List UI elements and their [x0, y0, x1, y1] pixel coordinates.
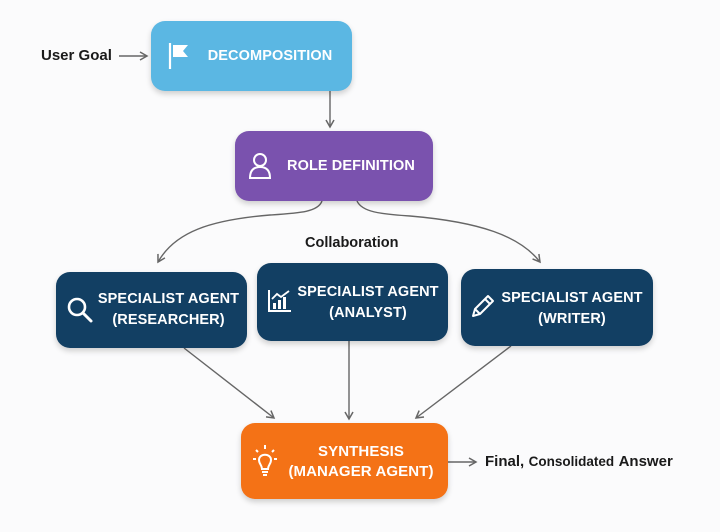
- node-specialist-researcher[interactable]: SPECIALIST AGENT (RESEARCHER): [56, 272, 247, 348]
- node-analyst-line1: SPECIALIST AGENT: [297, 284, 439, 300]
- node-researcher-line2: (RESEARCHER): [112, 312, 225, 328]
- output-label-part3: Answer: [618, 453, 673, 470]
- edge-researcher-to-synthesis: [183, 347, 276, 419]
- output-label-part2: Consolidated: [528, 454, 615, 469]
- node-decomposition[interactable]: DECOMPOSITION: [151, 21, 352, 91]
- node-synthesis-line2: (MANAGER AGENT): [288, 463, 434, 480]
- search-icon: [66, 296, 94, 324]
- flag-icon: [167, 41, 191, 71]
- edge-role-to-researcher: [157, 200, 323, 264]
- output-label-part1: Final,: [485, 453, 525, 470]
- node-researcher-line1: SPECIALIST AGENT: [97, 291, 240, 307]
- node-role-definition[interactable]: ROLE DEFINITION: [235, 131, 433, 201]
- node-writer-line2: (WRITER): [538, 311, 606, 327]
- chart-icon: [267, 288, 293, 314]
- edge-writer-to-synthesis: [414, 345, 512, 419]
- node-specialist-analyst[interactable]: SPECIALIST AGENT (ANALYST): [257, 263, 448, 341]
- edge-role-to-writer: [356, 200, 541, 264]
- input-label: User Goal: [41, 47, 112, 64]
- pencil-icon: [469, 292, 497, 320]
- output-label: Final, Consolidated Answer: [485, 453, 673, 471]
- node-analyst-line2: (ANALYST): [329, 305, 407, 321]
- edge-label-collaboration: Collaboration: [305, 235, 399, 251]
- node-synthesis[interactable]: SYNTHESIS (MANAGER AGENT): [241, 423, 448, 499]
- node-specialist-writer[interactable]: SPECIALIST AGENT (WRITER): [461, 269, 653, 346]
- user-icon: [247, 152, 273, 180]
- node-synthesis-line1: SYNTHESIS: [318, 443, 404, 460]
- node-decomposition-label: DECOMPOSITION: [207, 48, 333, 64]
- lightbulb-icon: [249, 443, 281, 479]
- node-role-definition-label: ROLE DEFINITION: [287, 158, 415, 174]
- node-writer-line1: SPECIALIST AGENT: [501, 290, 643, 306]
